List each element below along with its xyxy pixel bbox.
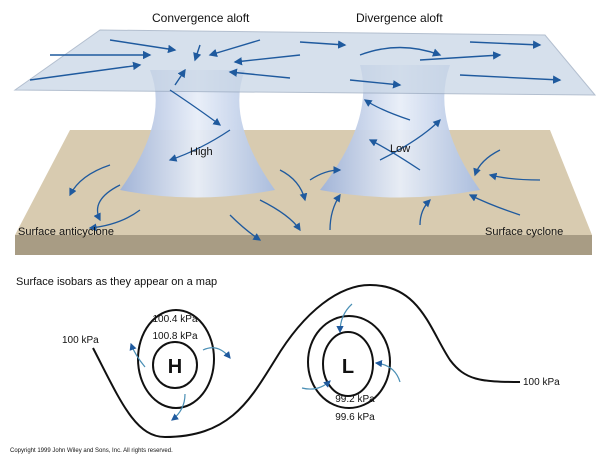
high-label: High: [190, 146, 213, 158]
low-outer-label: 99.6 kPa: [335, 412, 375, 423]
divergence-aloft-label: Divergence aloft: [356, 11, 443, 25]
high-outer-label: 100.4 kPa: [152, 314, 197, 325]
convergence-aloft-label: Convergence aloft: [152, 11, 250, 25]
high-pressure-column: [120, 70, 275, 198]
high-inner-label: 100.8 kPa: [152, 331, 197, 342]
high-inner-isobar: [152, 341, 198, 389]
surface-cyclone-label: Surface cyclone: [485, 226, 563, 238]
upper-flow-arrows: [29, 39, 562, 89]
map-title: Surface isobars as they appear on a map: [16, 276, 217, 288]
high-symbol: H: [168, 356, 182, 378]
low-inner-label: 99.2 kPa: [335, 394, 375, 405]
right-isobar-label: 100 kPa: [523, 377, 560, 388]
upper-plane: [13, 29, 597, 96]
isobar-100kpa: [92, 283, 521, 439]
surface-anticyclone-label: Surface anticyclone: [18, 226, 114, 238]
copyright-notice: Copyright 1999 John Wiley and Sons, Inc.…: [10, 448, 173, 454]
low-inner-isobar: [322, 331, 374, 397]
left-isobar-label: 100 kPa: [62, 335, 99, 346]
map-wind-arrows: [129, 303, 401, 421]
low-outer-isobar: [307, 315, 391, 409]
low-pressure-column: [320, 65, 480, 198]
low-label: Low: [390, 143, 410, 155]
high-outer-isobar: [137, 309, 215, 409]
low-symbol: L: [342, 356, 354, 378]
column-flow-arrows: [168, 89, 441, 171]
surface-flow-arrows: [69, 149, 541, 241]
